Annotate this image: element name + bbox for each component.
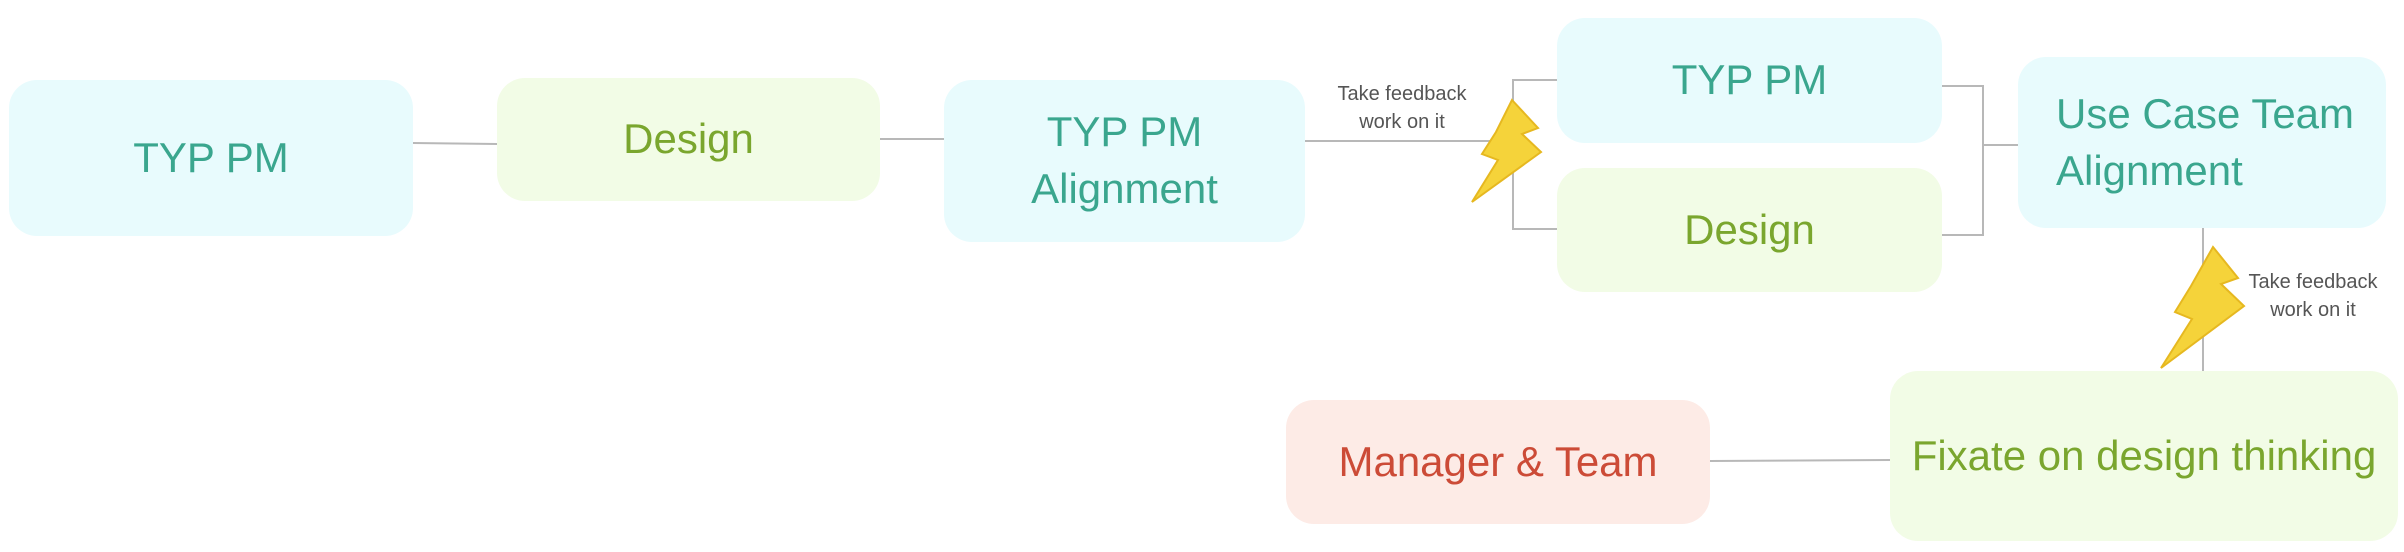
node-label: TYP PM: [1671, 56, 1828, 104]
connector-merge-bracket: [1942, 85, 1984, 236]
node-label-line2: Alignment: [1031, 165, 1218, 212]
typ-pm-node: TYP PM: [9, 80, 413, 236]
connector-typpm-design: [412, 142, 498, 145]
node-label: Design: [1684, 205, 1815, 253]
feedback-line1: Take feedback: [2248, 271, 2378, 293]
node-label: Design: [623, 115, 754, 163]
connector-fixate-manager: [1709, 459, 1891, 462]
node-label-line1: Use Case Team: [2056, 89, 2355, 137]
lightning-icon: [1471, 98, 1543, 203]
use-case-team-alignment-node: Use Case Team Alignment: [2018, 57, 2386, 228]
manager-team-node: Manager & Team: [1286, 400, 1710, 524]
typ-pm-branch-node: TYP PM: [1557, 18, 1942, 143]
node-label: TYP PM: [133, 133, 289, 181]
node-label-line1: TYP PM: [1046, 108, 1203, 156]
design-node: Design: [497, 78, 880, 201]
node-label: Fixate on design thinking: [1911, 431, 2377, 479]
feedback-line2: work on it: [1359, 111, 1445, 133]
feedback-line1: Take feedback: [1337, 83, 1467, 105]
node-label: Manager & Team: [1338, 437, 1658, 485]
design-branch-node: Design: [1557, 168, 1942, 292]
feedback-annotation: Take feedback work on it: [2213, 268, 2404, 324]
feedback-line2: work on it: [2270, 299, 2356, 321]
node-label-line2: Alignment: [2056, 146, 2243, 194]
fixate-design-thinking-node: Fixate on design thinking: [1890, 371, 2398, 541]
typ-pm-alignment-node: TYP PM Alignment: [944, 80, 1305, 242]
lightning-icon: [2160, 245, 2246, 369]
feedback-annotation: Take feedback work on it: [1302, 80, 1502, 136]
